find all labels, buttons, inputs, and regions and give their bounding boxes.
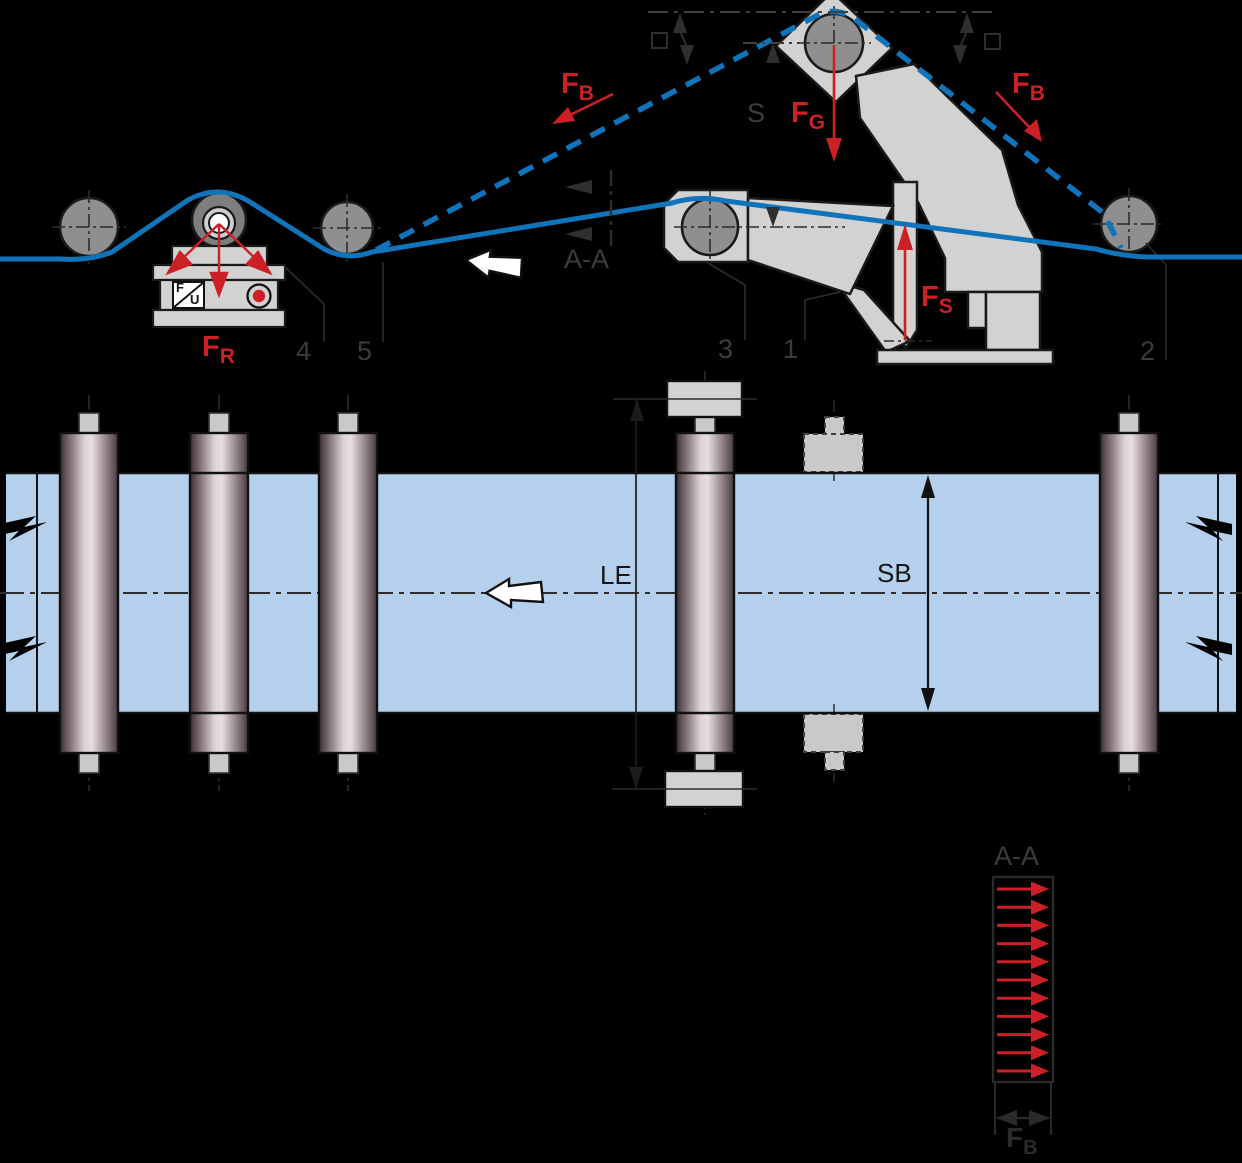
side-view xyxy=(0,0,1242,366)
dashed-bearing-top xyxy=(803,400,864,482)
transducer-u-label: U xyxy=(190,292,200,307)
force-arrow-head xyxy=(1031,899,1049,915)
transducer-f-label: F xyxy=(176,280,184,295)
sb-label: SB xyxy=(877,558,912,588)
top-roller-2 xyxy=(188,395,250,791)
sb-dimension-arrow xyxy=(921,475,935,711)
force-arrows xyxy=(552,45,1042,340)
top-roller-5 xyxy=(1098,395,1160,791)
part-number-4: 4 xyxy=(296,336,312,366)
section-cut-line xyxy=(565,170,613,248)
stroke-s-label: S xyxy=(747,98,766,128)
fr-label: FR xyxy=(202,331,235,368)
s-arrow-down xyxy=(766,207,780,227)
fs-label: FS xyxy=(921,281,953,318)
fr-force-arrows xyxy=(165,223,273,299)
force-arrow-head xyxy=(1031,954,1049,970)
force-arrow-head xyxy=(1031,1027,1049,1043)
part-number-5: 5 xyxy=(357,336,373,366)
section-frame xyxy=(991,875,1055,1084)
le-label: LE xyxy=(600,560,632,590)
fb-left-arrow xyxy=(552,107,575,124)
adjust-symbol-left xyxy=(651,13,694,65)
fb-right-label: FB xyxy=(1012,68,1045,105)
top-roller-1 xyxy=(58,395,120,791)
top-roller-sensor xyxy=(612,371,757,815)
web-edges xyxy=(6,471,1236,715)
part-number-2: 2 xyxy=(1140,336,1156,366)
top-roller-3 xyxy=(317,395,379,791)
fb-right-arrow xyxy=(1024,119,1042,142)
web-direction-arrow-side xyxy=(462,244,526,284)
force-arrow-head xyxy=(1031,881,1049,897)
adjust-symbol-right xyxy=(953,13,1001,65)
fg-arrow xyxy=(826,138,842,162)
section-view-a-a xyxy=(991,875,1055,1135)
guide-roller-2 xyxy=(1093,188,1165,260)
fb-bottom-label: FB xyxy=(1006,1122,1038,1159)
force-arrow-head xyxy=(1031,1063,1049,1079)
force-arrow-head xyxy=(1031,936,1049,952)
measuring-station xyxy=(151,191,287,329)
force-arrow-head xyxy=(1031,1045,1049,1061)
section-view-title: A-A xyxy=(994,841,1040,871)
reference-lines xyxy=(648,11,1001,227)
force-arrow-head xyxy=(1031,917,1049,933)
fb-width-dimension xyxy=(996,1110,1050,1126)
fs-arrow xyxy=(897,224,913,250)
force-arrow-head xyxy=(1031,972,1049,988)
part-number-1: 1 xyxy=(783,334,799,364)
force-arrow-head xyxy=(1031,990,1049,1006)
force-arrow-head xyxy=(1031,1008,1049,1024)
distributed-force-arrows xyxy=(997,881,1049,1079)
top-view xyxy=(0,371,1242,815)
section-cut-label: A-A xyxy=(564,244,610,274)
web-line-solid xyxy=(0,189,1242,262)
dashed-bearing-bottom xyxy=(803,704,864,782)
guide-roller-left xyxy=(52,190,126,264)
web-line-dashed-raised xyxy=(374,8,1124,253)
fb-left-label: FB xyxy=(561,68,594,105)
part-number-3: 3 xyxy=(718,334,734,364)
le-arrow-up xyxy=(630,399,644,421)
fg-label: FG xyxy=(791,97,826,134)
base-plate xyxy=(875,348,1055,366)
leader-lines xyxy=(285,242,1167,360)
indicator-red-dot xyxy=(252,289,266,303)
s-arrow-up xyxy=(766,43,780,63)
